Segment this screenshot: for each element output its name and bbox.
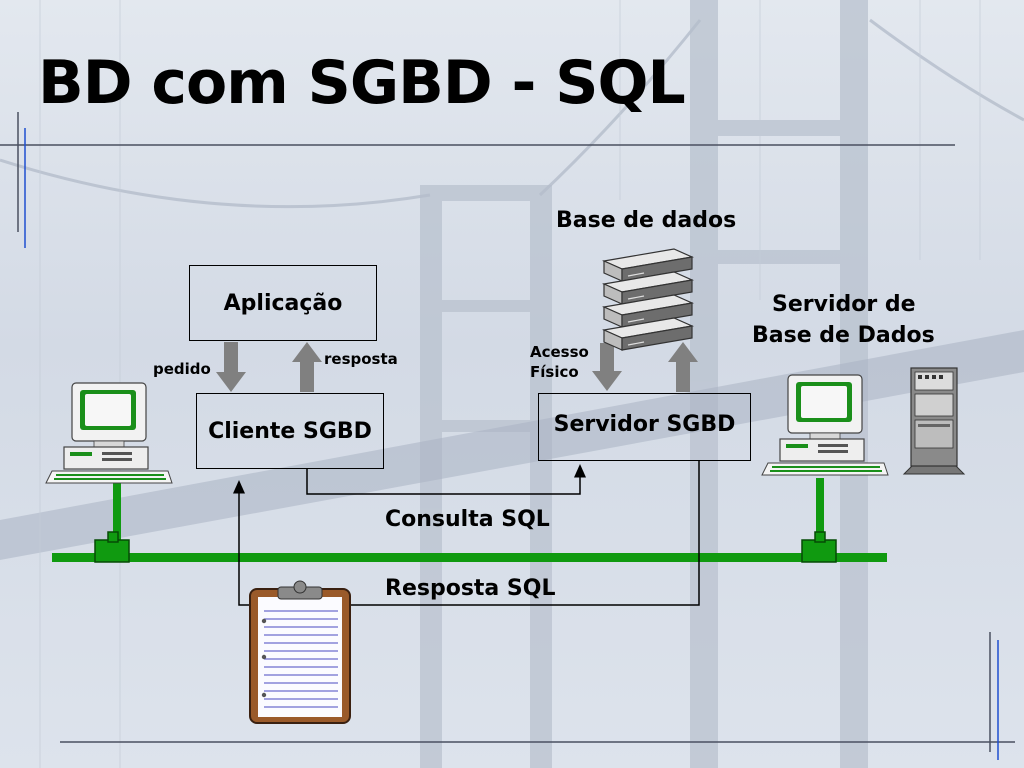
resposta-sql-connector bbox=[233, 460, 700, 606]
network-bus bbox=[52, 478, 887, 563]
consulta-sql-connector bbox=[306, 464, 586, 495]
servidor-de-label: Servidor de bbox=[772, 292, 916, 317]
database-stack-icon bbox=[601, 248, 695, 351]
base-de-dados-label: Base de dados bbox=[556, 208, 737, 233]
resposta-sql-label: Resposta SQL bbox=[385, 576, 556, 601]
aplicacao-label: Aplicação bbox=[223, 290, 343, 316]
resposta-label: resposta bbox=[324, 350, 398, 368]
acesso-fisico-arrow bbox=[592, 343, 622, 391]
server-tower-icon bbox=[902, 367, 966, 475]
acesso-label: Acesso bbox=[530, 343, 589, 361]
network-tap-right bbox=[801, 531, 837, 563]
clipboard-icon bbox=[249, 580, 351, 724]
pedido-arrow bbox=[216, 342, 246, 392]
consulta-sql-label: Consulta SQL bbox=[385, 507, 550, 532]
cliente-sgbd-label: Cliente SGBD bbox=[208, 418, 372, 444]
client-computer-icon bbox=[45, 382, 173, 484]
aplicacao-box: Aplicação bbox=[189, 265, 377, 341]
base-de-dados-2-label: Base de Dados bbox=[752, 323, 935, 348]
fisico-label: Físico bbox=[530, 363, 579, 381]
retorno-dados-arrow bbox=[668, 342, 698, 392]
pedido-label: pedido bbox=[153, 360, 211, 378]
slide-title: BD com SGBD - SQL bbox=[38, 48, 686, 118]
network-tap-left bbox=[94, 531, 130, 563]
cliente-sgbd-box: Cliente SGBD bbox=[196, 393, 384, 469]
server-computer-icon bbox=[761, 374, 889, 476]
servidor-sgbd-box: Servidor SGBD bbox=[538, 393, 751, 461]
servidor-sgbd-label: Servidor SGBD bbox=[553, 412, 736, 437]
resposta-arrow bbox=[292, 342, 322, 392]
